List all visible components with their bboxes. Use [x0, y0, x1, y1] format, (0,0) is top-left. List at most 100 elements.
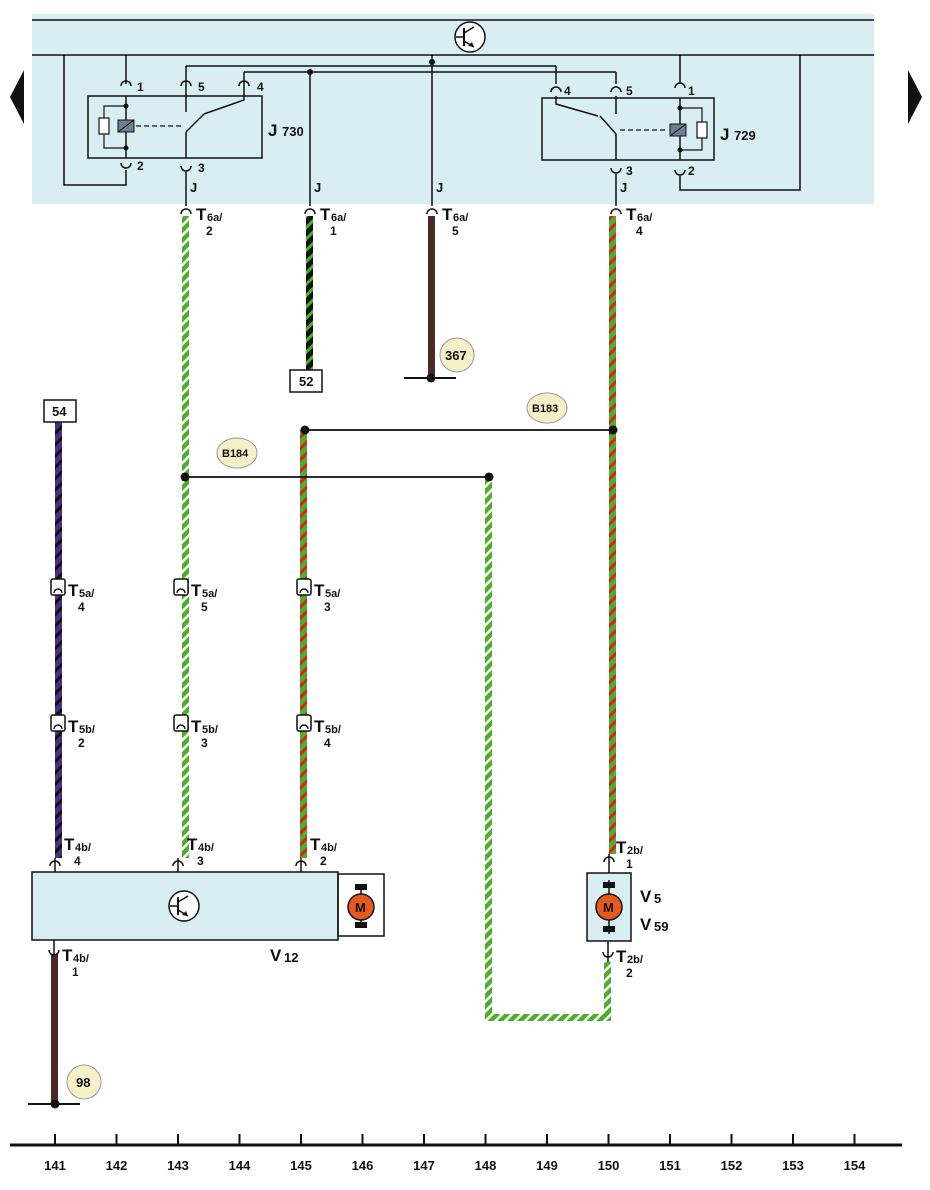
ruler-column-142: 142 [106, 1158, 128, 1173]
t5a-3-sub: 5a/ [325, 588, 340, 600]
t5a-3-main: T [314, 581, 325, 600]
t5a-5-sub: 5a/ [202, 588, 217, 600]
j729-pin-2: 2 [688, 164, 695, 178]
t4b-labels: T 4b/ 4 T 4b/ 3 T 4b/ 2 T 4b/ 1 [62, 835, 337, 979]
t6a-5-sub: 6a/ [453, 212, 468, 224]
ruler-column-152: 152 [721, 1158, 743, 1173]
t4b-1-main: T [62, 946, 73, 965]
wire-letter-2: J [314, 180, 321, 195]
ruler-column-146: 146 [352, 1158, 374, 1173]
node-badge-b183: B183 [526, 392, 568, 424]
t5b-4-main: T [314, 717, 325, 736]
inline-connector-arcs [53, 588, 309, 730]
ruler-column-148: 148 [475, 1158, 497, 1173]
t6a-5-main: T [442, 205, 453, 224]
t4b-1-sub: 4b/ [73, 953, 89, 965]
wire-black-green [306, 216, 313, 370]
j730-pin-2: 2 [137, 159, 144, 173]
t2b-2-sub: 2b/ [627, 954, 643, 966]
ground-98-label: 98 [76, 1075, 90, 1090]
v12-label-main: V [270, 946, 282, 965]
t5b-2-main: T [68, 717, 79, 736]
t4b-2-sub: 4b/ [321, 842, 337, 854]
terminal-54-label: 54 [52, 404, 67, 419]
t4b-3-pin: 3 [197, 854, 204, 868]
t4b-3-main: T [187, 835, 198, 854]
relay-j730 [63, 55, 616, 186]
t2b-2-main: T [616, 947, 627, 966]
t2b-labels: T 2b/ 1 T 2b/ 2 [616, 838, 643, 980]
svg-text:M: M [355, 900, 366, 915]
terminal-box-54 [43, 399, 77, 423]
ruler-column-147: 147 [413, 1158, 435, 1173]
t2b-1-sub: 2b/ [627, 845, 643, 857]
transistor-icon [454, 21, 486, 53]
ruler-column-150: 150 [598, 1158, 620, 1173]
t6a-connector-arcs [180, 208, 622, 215]
wire-green-bottom [485, 1014, 611, 1021]
relay-panel [32, 14, 874, 204]
t4b-4-pin: 4 [74, 854, 81, 868]
node-b183-label: B183 [532, 403, 558, 415]
ruler-column-144: 144 [229, 1158, 251, 1173]
ruler-column-145: 145 [290, 1158, 312, 1173]
next-page-arrow[interactable] [908, 70, 922, 124]
j729-label: J [720, 125, 729, 144]
ruler-column-153: 153 [782, 1158, 804, 1173]
wire-green-red-150 [609, 216, 616, 854]
t6a-2-pin: 2 [206, 224, 213, 238]
j730-pin-5: 5 [198, 80, 205, 94]
t4b-1-pin: 1 [72, 965, 79, 979]
t5b-labels: T 5b/ 2 T 5b/ 3 T 5b/ 4 [68, 717, 341, 750]
v59-label-main: V [640, 915, 652, 934]
t6a-2-main: T [196, 205, 207, 224]
ruler-column-143: 143 [167, 1158, 189, 1173]
wire-brown-367 [428, 216, 435, 378]
t6a-labels: T 6a/ 2 T 6a/ 1 T 6a/ 5 T 6a/ 4 [196, 205, 652, 238]
j729-sub: 729 [734, 128, 756, 143]
wire-green-143 [182, 216, 189, 858]
terminal-box-52 [289, 369, 323, 393]
wire-brown-98 [51, 954, 58, 1104]
v59-label-sub: 59 [654, 919, 668, 934]
t5a-5-main: T [191, 581, 202, 600]
ruler-column-141: 141 [44, 1158, 66, 1173]
t5a-labels: T 5a/ 4 T 5a/ 5 T 5a/ 3 [68, 581, 340, 614]
wire-violet-141 [55, 420, 62, 858]
v5-label-sub: 5 [654, 891, 661, 906]
t2b-2-pin: 2 [626, 966, 633, 980]
j730-pin-3: 3 [198, 161, 205, 175]
t4b-2-pin: 2 [320, 854, 327, 868]
wire-green-148 [485, 478, 492, 1020]
t4b-4-sub: 4b/ [75, 842, 91, 854]
t2b-1-main: T [616, 838, 627, 857]
t5b-3-sub: 5b/ [202, 724, 218, 736]
ground-367-label: 367 [445, 348, 467, 363]
t6a-5-pin: 5 [452, 224, 459, 238]
t6a-2-sub: 6a/ [207, 212, 222, 224]
ruler-column-154: 154 [844, 1158, 866, 1173]
t5a-5-pin: 5 [201, 600, 208, 614]
t6a-1-pin: 1 [330, 224, 337, 238]
j730-sub: 730 [282, 124, 304, 139]
ruler-column-149: 149 [536, 1158, 558, 1173]
t4b-3-sub: 4b/ [198, 842, 214, 854]
prev-page-arrow[interactable] [10, 70, 24, 124]
t5a-4-pin: 4 [78, 600, 85, 614]
ground-badge-98: 98 [66, 1064, 102, 1100]
inline-connectors [50, 578, 312, 732]
j730-pin-4: 4 [257, 80, 264, 94]
t5a-4-sub: 5a/ [79, 588, 94, 600]
relay-j729 [541, 55, 801, 191]
t2b-connector-arcs [602, 856, 615, 958]
t5b-4-pin: 4 [324, 736, 331, 750]
j730-label: J [268, 121, 277, 140]
wire-green-red-145 [300, 430, 307, 858]
ground-badge-367: 367 [439, 337, 475, 373]
t5b-3-pin: 3 [201, 736, 208, 750]
t6a-4-main: T [626, 205, 637, 224]
v12-motor-icon: M [347, 884, 375, 928]
t5b-2-sub: 5b/ [79, 724, 95, 736]
